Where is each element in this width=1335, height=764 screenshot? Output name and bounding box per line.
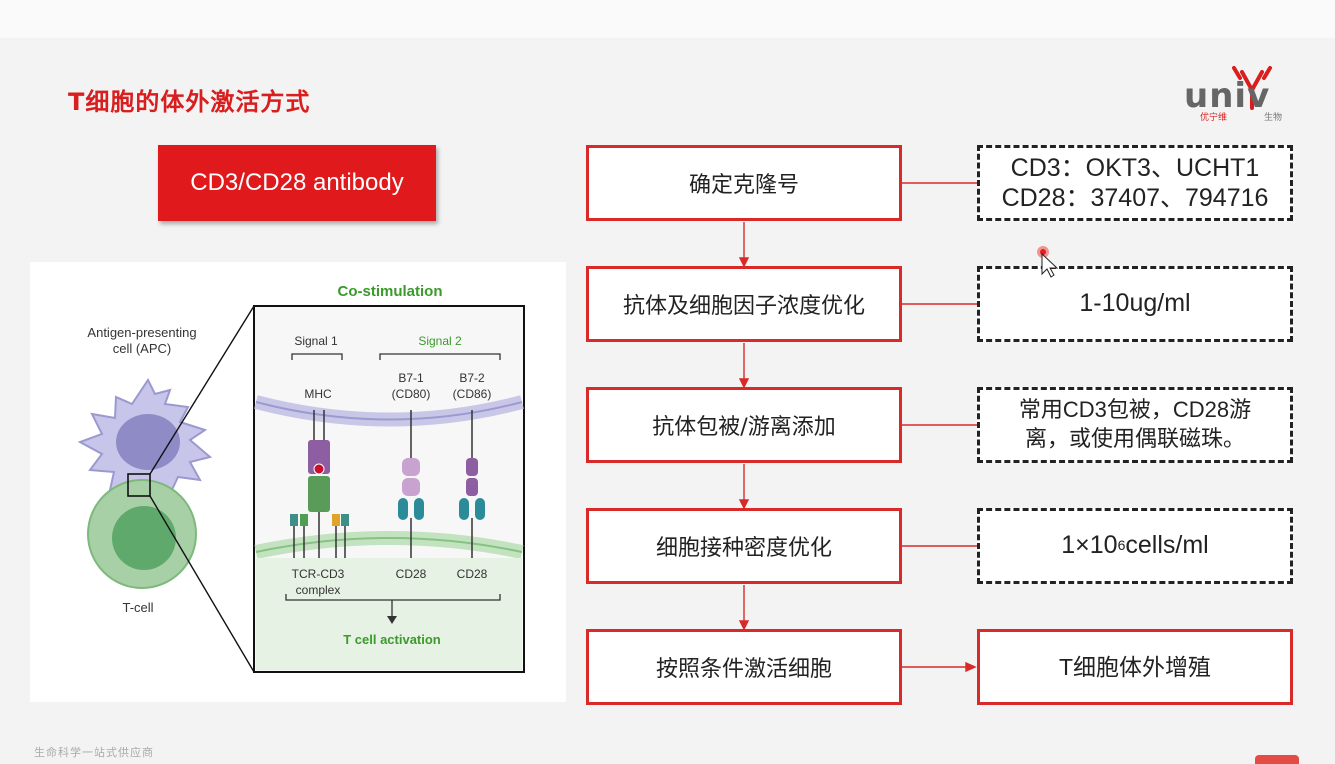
tcell-label: T-cell — [122, 600, 153, 615]
note-coating-line1: 常用CD3包被，CD28游 — [1018, 397, 1252, 423]
note-concentration: 1-10ug/ml — [977, 266, 1293, 342]
logo-subtitle-red: 优宁维 — [1200, 113, 1228, 123]
mhc-label: MHC — [304, 387, 332, 401]
apc-cell-icon — [77, 378, 213, 500]
costimulation-illustration: Antigen-presenting cell (APC) T-cell Co-… — [30, 262, 566, 702]
cd28-label-b: CD28 — [457, 567, 488, 581]
step-density: 细胞接种密度优化 — [586, 508, 902, 584]
antibody-logo-icon — [1232, 66, 1272, 110]
step-coating: 抗体包被/游离添加 — [586, 387, 902, 463]
slide-title: T细胞的体外激活方式 — [68, 88, 311, 116]
note-coating-line2: 离，或使用偶联磁珠。 — [1024, 426, 1245, 451]
corner-tab — [1255, 755, 1299, 764]
cd28-label-a: CD28 — [396, 567, 427, 581]
tcr-label-2: complex — [296, 583, 341, 597]
down-arrow-icon — [387, 616, 397, 624]
step-clone: 确定克隆号 — [586, 145, 902, 221]
logo-subtitle-gray: 生物 — [1264, 113, 1283, 123]
note-result: T细胞体外增殖 — [977, 629, 1293, 705]
note-clone-line2: CD28：37407、794716 — [1001, 184, 1269, 212]
mhc-tcr-complex-icon — [290, 410, 349, 558]
top-band — [0, 0, 1335, 38]
t-cell-icon — [87, 479, 197, 589]
b71-label-2: (CD80) — [392, 387, 431, 401]
inset-heading: Co-stimulation — [338, 283, 443, 300]
note-coating: 常用CD3包被，CD28游 离，或使用偶联磁珠。 — [977, 387, 1293, 463]
cd3-cd28-antibody-banner: CD3/CD28 antibody — [158, 145, 436, 221]
note-density-unit: cells/ml — [1125, 531, 1209, 560]
b72-cd28-icon — [459, 410, 485, 558]
logo-wordmark: univ — [1184, 76, 1271, 116]
b72-label-1: B7-2 — [459, 371, 485, 385]
b71-cd28-icon — [398, 410, 424, 558]
tcr-label-1: TCR-CD3 — [292, 567, 345, 581]
b71-label-1: B7-1 — [398, 371, 424, 385]
signal1-label: Signal 1 — [294, 334, 338, 348]
apc-label-1: Antigen-presenting — [87, 325, 196, 340]
mouse-pointer-icon — [1037, 246, 1059, 278]
note-clone-line1: CD3：OKT3、UCHT1 — [1010, 154, 1260, 182]
apc-label-2: cell (APC) — [113, 341, 172, 356]
note-density-base: 1×10 — [1061, 531, 1118, 560]
note-clone: CD3：OKT3、UCHT1 CD28：37407、794716 — [977, 145, 1293, 221]
signal2-label: Signal 2 — [418, 334, 462, 348]
step-activate: 按照条件激活细胞 — [586, 629, 902, 705]
step-concentration: 抗体及细胞因子浓度优化 — [586, 266, 902, 342]
note-density-exp: 6 — [1117, 537, 1126, 554]
b72-label-2: (CD86) — [453, 387, 492, 401]
activation-label: T cell activation — [343, 632, 441, 647]
zoom-box — [127, 473, 151, 497]
footer-tagline: 生命科学一站式供应商 — [34, 746, 154, 759]
univ-logo: univ 优宁维 生物 — [1180, 62, 1300, 126]
